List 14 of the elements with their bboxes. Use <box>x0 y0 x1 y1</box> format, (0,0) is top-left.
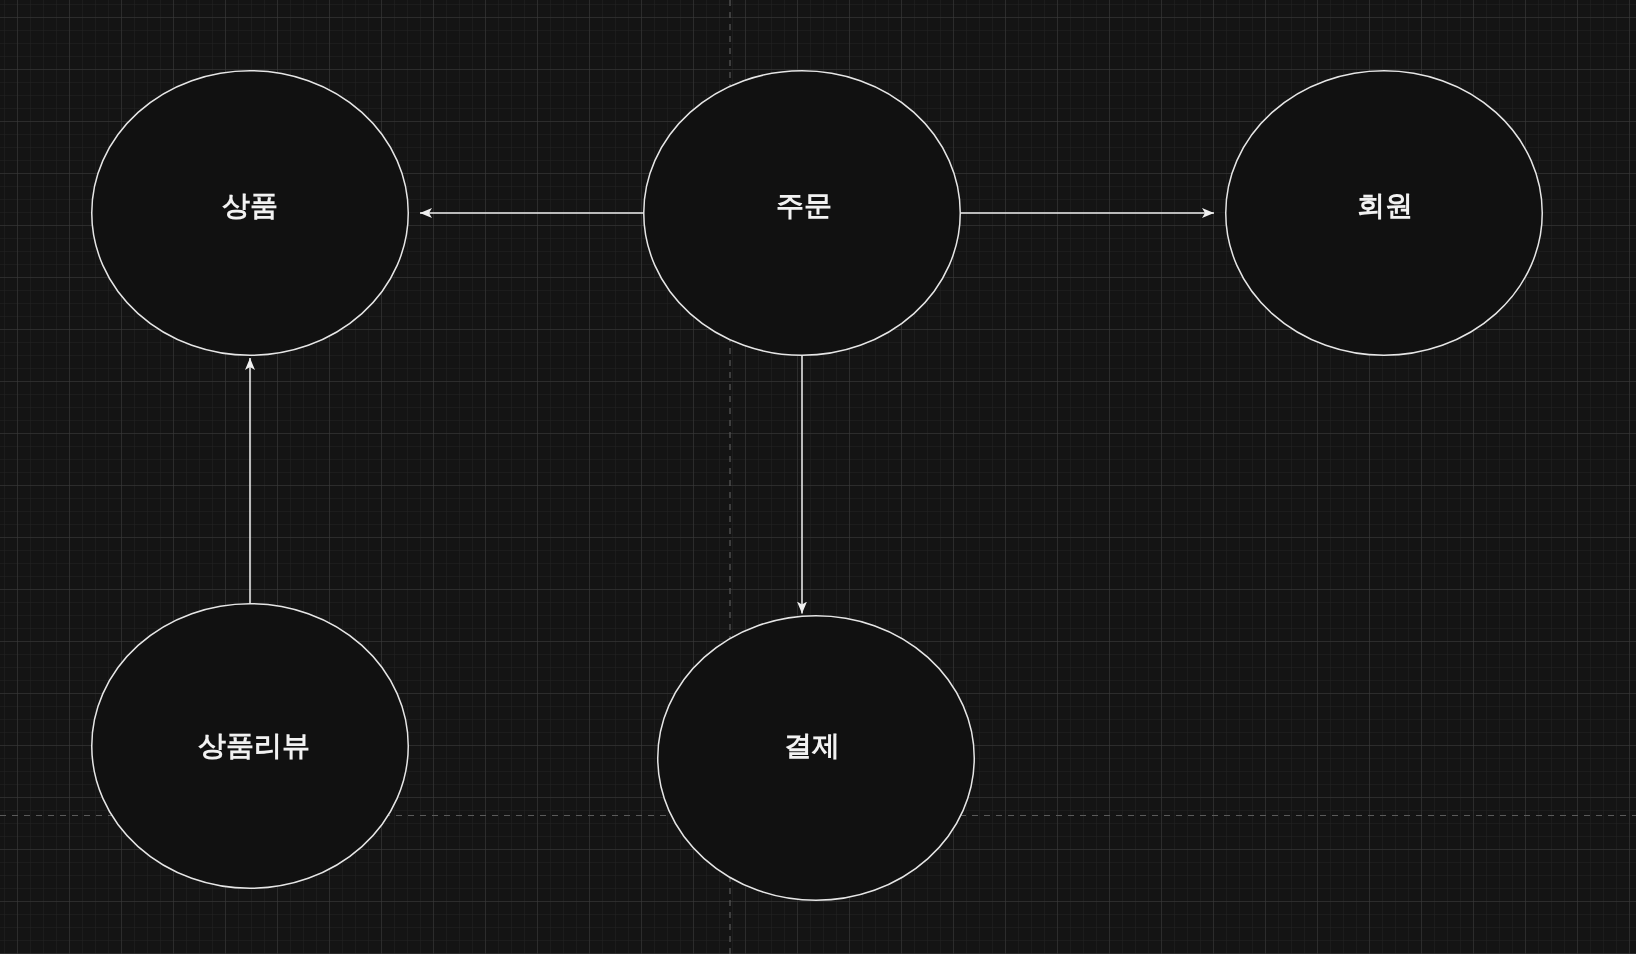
arrow <box>960 208 1215 218</box>
ellipse-node <box>643 70 961 356</box>
ellipse-node <box>657 615 975 901</box>
ellipse-node <box>1225 70 1543 356</box>
ellipse-node <box>91 70 409 356</box>
arrow <box>797 355 807 615</box>
node-label: 회원 <box>1357 189 1413 223</box>
arrow <box>245 357 255 604</box>
ellipse-node <box>91 603 409 889</box>
node-label: 주문 <box>776 189 832 223</box>
arrow <box>419 208 644 218</box>
node-label: 결제 <box>784 729 840 763</box>
node-label: 상품리뷰 <box>198 729 310 763</box>
node-label: 상품 <box>222 189 278 223</box>
